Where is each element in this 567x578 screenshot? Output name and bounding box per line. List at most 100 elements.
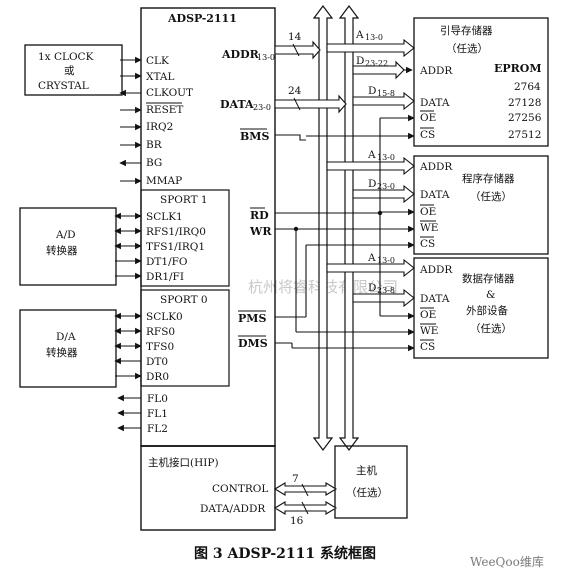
pin-mmap: MMAP — [146, 175, 182, 187]
sport1-pin-2: TFS1/IRQ1 — [146, 241, 205, 253]
chip-data-bus-link — [274, 94, 347, 114]
dm-title3: 外部设备 — [466, 304, 508, 317]
dm-overlines — [420, 307, 436, 341]
dm-addr-link — [326, 258, 415, 278]
pin-rd: RD — [250, 209, 269, 222]
flag-fl2: FL2 — [147, 423, 168, 435]
pin-pms: PMS — [238, 312, 266, 325]
sport0-pin-4: DR0 — [146, 371, 169, 383]
data-slash — [293, 97, 301, 111]
boot-title1: 引导存储器 — [440, 24, 493, 37]
pin-data-sub: 23-0 — [253, 103, 271, 112]
sport0-pin-2: TFS0 — [146, 341, 174, 353]
da-line1: D/A — [56, 331, 76, 343]
flag-fl1: FL1 — [147, 408, 168, 420]
left-pin-labels: CLK XTAL CLKOUT RESET IRQ2 BR BG MMAP — [146, 55, 193, 187]
sport1-pin-3: DT1/FO — [146, 256, 188, 268]
data-bus — [338, 5, 360, 451]
boot-overlines — [420, 110, 434, 129]
pm-data-sub: 23-0 — [377, 182, 395, 191]
boot-pin-data: DATA — [420, 97, 450, 109]
pin-br: BR — [146, 139, 163, 151]
boot-data-label: D — [368, 85, 376, 97]
eprom-2: 27256 — [508, 112, 542, 124]
pin-addr-sub: 13-0 — [257, 53, 275, 62]
dm-title1: 数据存储器 — [462, 272, 515, 285]
pin-overlines — [238, 128, 267, 337]
da-converter-box: D/A 转换器 — [19, 309, 117, 388]
pm-addr-link — [326, 156, 415, 176]
pin-xtal: XTAL — [146, 71, 174, 83]
boot-pin-addr: ADDR — [419, 65, 453, 77]
pm-title2: （任选） — [470, 190, 512, 203]
pin-wr: WR — [249, 225, 272, 238]
data-memory-box: ADDR DATA OE WE CS 数据存储器 & 外部设备 （任选） — [413, 257, 549, 359]
addr-width: 14 — [288, 31, 302, 43]
dm-addr-sub: 13-0 — [377, 256, 395, 265]
flag-pins: FL0 FL1 FL2 — [147, 393, 168, 435]
pin-clkout: CLKOUT — [146, 87, 193, 99]
host-ctrl-slash — [301, 483, 309, 497]
clock-line1: 1x CLOCK — [38, 51, 94, 63]
dm-title2: & — [486, 289, 495, 301]
pin-bg: BG — [146, 157, 162, 169]
sport1-pin-4: DR1/FI — [146, 271, 184, 283]
boot-pin-cs: CS — [420, 129, 435, 141]
clock-box: 1x CLOCK 或 CRYSTAL — [24, 44, 123, 96]
sport1-title: SPORT 1 — [160, 194, 208, 206]
host-data-slash — [301, 501, 309, 515]
eprom-title: EPROM — [494, 62, 542, 75]
hip-title: 主机接口(HIP) — [148, 456, 219, 469]
dm-data-label: D — [368, 282, 376, 294]
pin-irq2: IRQ2 — [146, 121, 173, 133]
dm-data-link — [352, 288, 415, 308]
ad-converter-box: A/D 转换器 — [19, 207, 117, 286]
flag-fl0: FL0 — [147, 393, 168, 405]
boot-pin-oe: OE — [420, 112, 436, 124]
boot-addr-link — [326, 38, 415, 58]
pm-pin-addr: ADDR — [419, 161, 453, 173]
da-line2: 转换器 — [46, 346, 78, 359]
address-bus — [312, 5, 334, 451]
wire-junctions — [293, 210, 383, 232]
dm-pin-oe: OE — [420, 309, 436, 321]
boot-data-sub: 15-8 — [377, 89, 395, 98]
control-wiring — [275, 114, 415, 352]
dm-data-sub: 23-8 — [377, 286, 395, 295]
eprom-0: 2764 — [514, 81, 541, 93]
host-box: 主机 （任选） — [334, 445, 408, 519]
clock-line3: CRYSTAL — [38, 80, 89, 92]
boot-data-link — [352, 91, 415, 111]
boot-d2322-link — [352, 60, 405, 80]
pm-overlines — [420, 204, 436, 238]
dm-pin-data: DATA — [420, 293, 450, 305]
pm-title1: 程序存储器 — [462, 172, 515, 185]
pin-bms: BMS — [240, 130, 269, 143]
sport1-pin-0: SCLK1 — [146, 211, 183, 223]
sport1-block: SPORT 1 SCLK1 RFS1/IRQ0 TFS1/IRQ1 DT1/FO… — [140, 189, 230, 287]
host-ctrl-width: 7 — [292, 473, 299, 485]
boot-d2322-sub: 23-22 — [365, 59, 388, 68]
pin-clk: CLK — [146, 55, 169, 67]
dm-pin-we: WE — [420, 325, 438, 337]
boot-addr-sub: 13-0 — [365, 33, 383, 42]
boot-title2: （任选） — [446, 42, 488, 55]
pm-data-label: D — [368, 178, 376, 190]
site-logo: WeeQoo维库 — [470, 554, 544, 569]
left-pin-arrows — [119, 56, 142, 185]
sport1-pin-1: RFS1/IRQ0 — [146, 226, 206, 238]
sport0-pin-0: SCLK0 — [146, 311, 183, 323]
sport0-arrows — [114, 312, 142, 380]
sport0-pin-1: RFS0 — [146, 326, 175, 338]
host-line2: （任选） — [346, 486, 388, 499]
pin-data: DATA — [220, 98, 254, 111]
pin-dms: DMS — [238, 337, 268, 350]
boot-memory-box: 引导存储器 （任选） ADDR DATA OE CS EPROM 2764 27… — [413, 17, 549, 147]
pin-reset: RESET — [146, 104, 183, 116]
pin-addr: ADDR — [221, 48, 260, 61]
right-pin-labels: ADDR 13-0 DATA 23-0 BMS RD WR PMS DMS — [220, 48, 275, 350]
sport0-pin-3: DT0 — [146, 356, 168, 368]
data-width: 24 — [288, 85, 302, 97]
pm-pin-data: DATA — [420, 189, 450, 201]
